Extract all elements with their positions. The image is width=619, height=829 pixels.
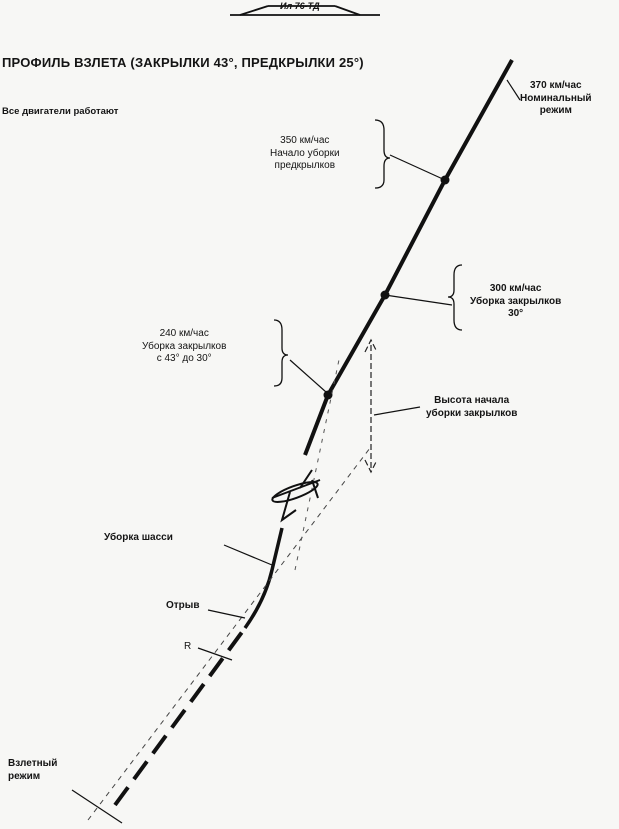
header-mark: Ил 76-ТД: [280, 1, 320, 11]
label-gear: Уборка шасси: [104, 532, 173, 543]
bracket-flaps30: [447, 264, 463, 331]
leader-gear: [223, 544, 273, 566]
label-takeoff: Взлетный режим: [8, 758, 58, 782]
reference-dashed-line-2: [294, 354, 341, 571]
label-height: Высота начала уборки закрылков: [426, 395, 518, 419]
takeoff-run-line: [113, 626, 247, 807]
label-nominal: 370 км/час Номинальный режим: [520, 80, 592, 116]
leader-height: [373, 406, 421, 416]
point-flaps43: [323, 390, 333, 400]
reference-dashed-line: [87, 447, 371, 821]
leader-r: [197, 647, 233, 661]
leader-takeoff: [71, 789, 123, 824]
page-title: ПРОФИЛЬ ВЗЛЕТА (ЗАКРЫЛКИ 43°, ПРЕДКРЫЛКИ…: [2, 55, 364, 70]
label-slats: 350 км/час Начало уборки предкрылков: [270, 135, 340, 171]
bracket-slats: [374, 119, 391, 189]
leader-liftoff: [207, 609, 246, 619]
label-liftoff: Отрыв: [166, 600, 200, 611]
initial-climb-curve: [243, 527, 284, 630]
header-mark-logo: [230, 5, 380, 16]
subtitle: Все двигатели работают: [2, 106, 119, 117]
leader-slats: [389, 154, 446, 181]
label-flaps43: 240 км/час Уборка закрылков с 43° до 30°: [142, 328, 227, 364]
leader-nominal: [506, 79, 521, 101]
airplane-icon: [271, 469, 321, 523]
bracket-flaps43: [273, 319, 289, 387]
leader-flaps30: [384, 294, 453, 306]
label-r: R: [184, 641, 192, 652]
height-dimension: [364, 338, 378, 474]
leader-flaps43: [289, 359, 327, 393]
label-flaps30: 300 км/час Уборка закрылков 30°: [470, 283, 562, 319]
